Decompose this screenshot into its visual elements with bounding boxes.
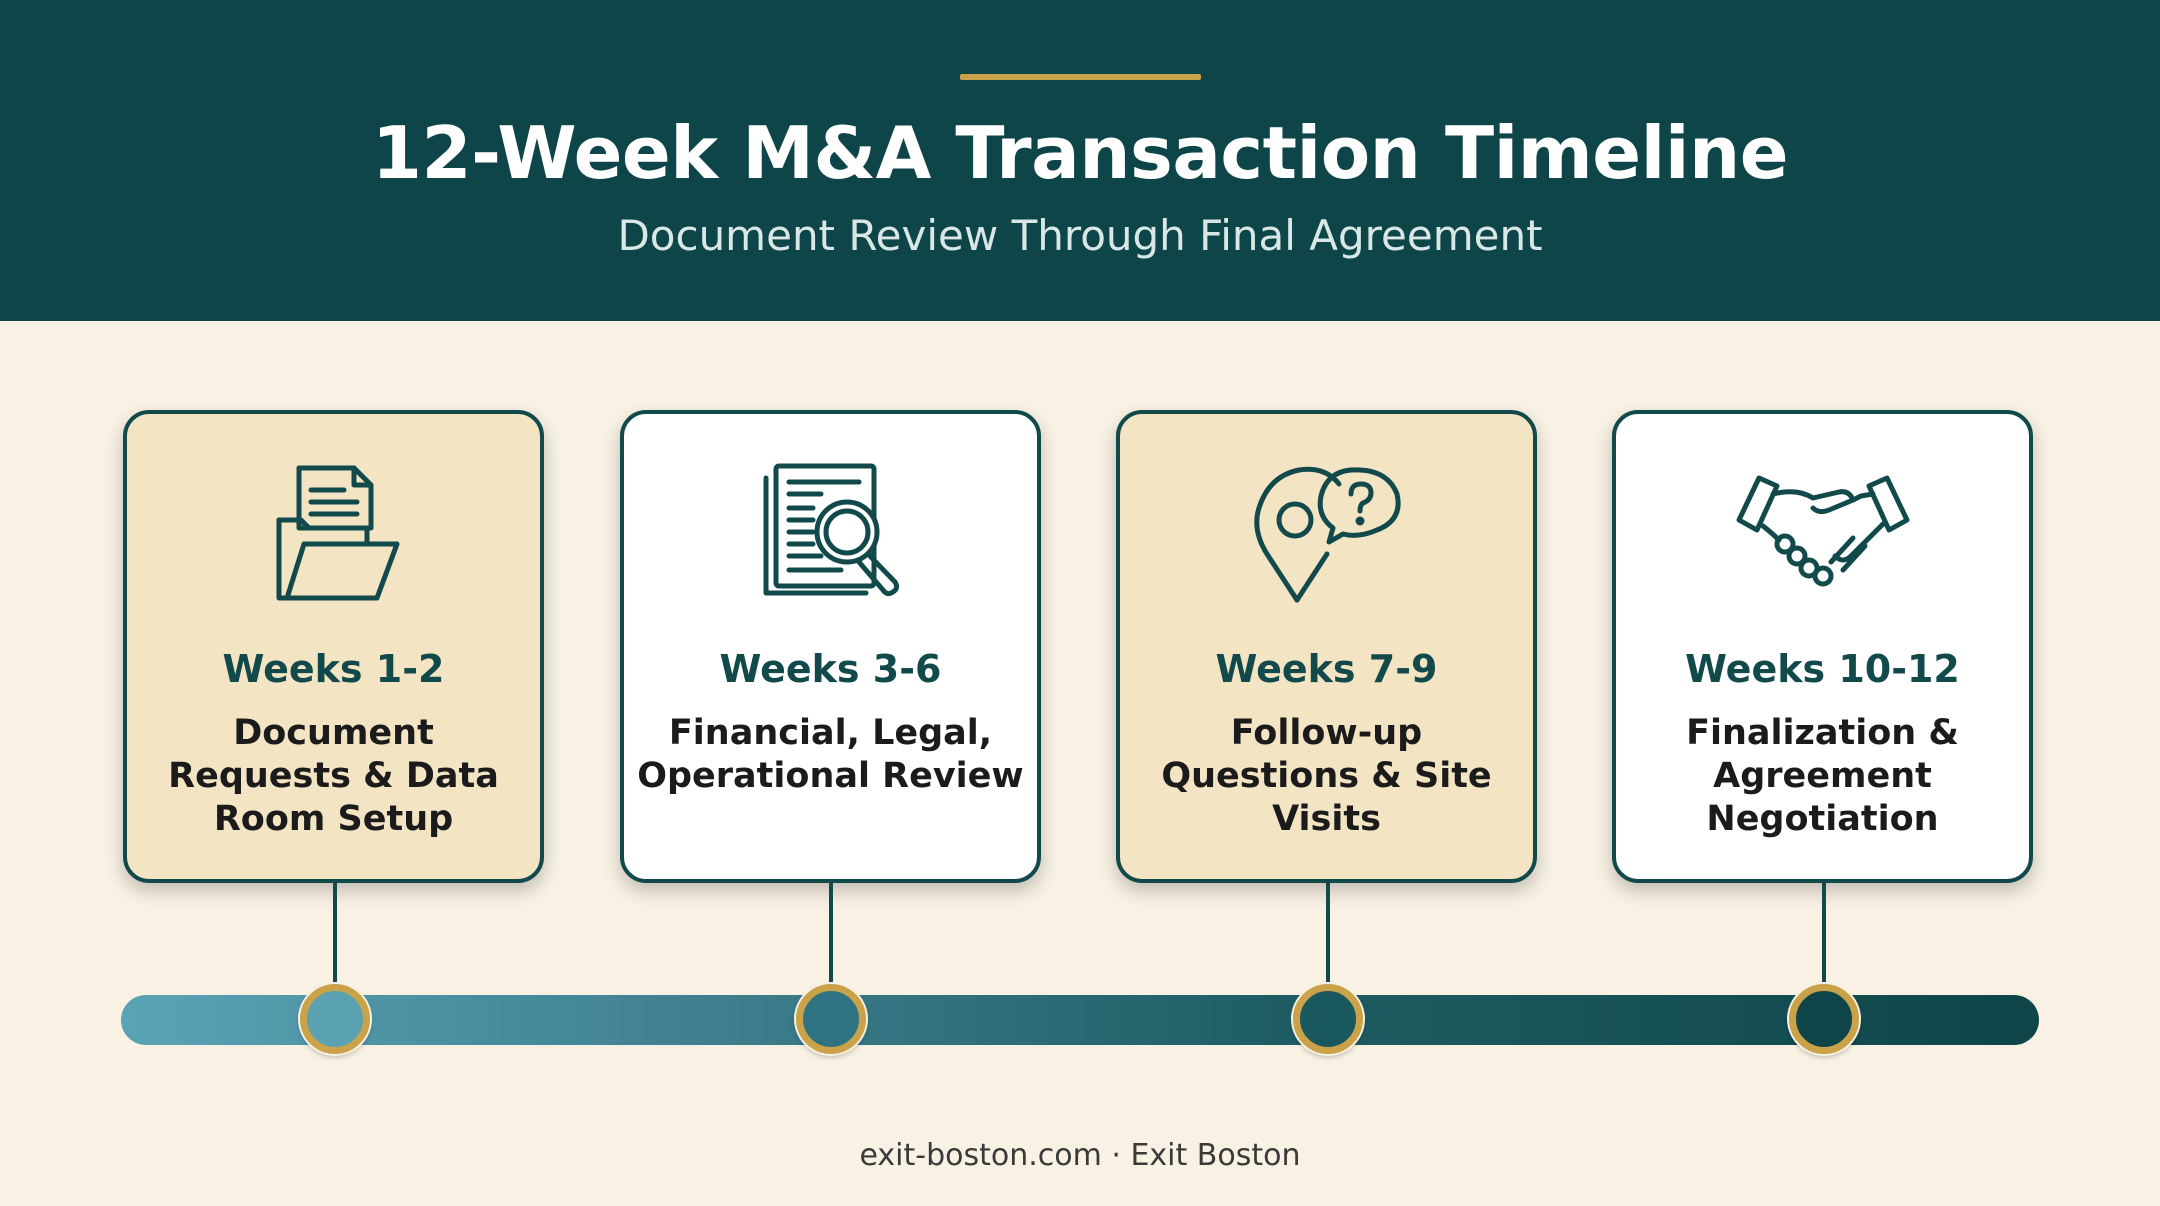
folder-document-icon [127, 458, 540, 608]
header-banner: 12-Week M&A Transaction Timeline Documen… [0, 0, 2160, 321]
phase-card-weeks-1-2: Weeks 1-2 Document Requests & Data Room … [123, 410, 544, 883]
handshake-icon [1616, 458, 2029, 608]
phase-weeks-label: Weeks 10-12 [1685, 647, 1960, 691]
timeline-marker [796, 984, 866, 1054]
page-subtitle: Document Review Through Final Agreement [617, 211, 1543, 260]
phase-description: Finalization & Agreement Negotiation [1686, 713, 1959, 839]
timeline-connector [333, 883, 337, 983]
phase-weeks-label: Weeks 7-9 [1215, 647, 1438, 691]
phase-description: Follow-up Questions & Site Visits [1161, 713, 1492, 839]
phase-weeks-label: Weeks 1-2 [222, 647, 445, 691]
phase-description: Financial, Legal, Operational Review [637, 713, 1024, 796]
phase-card-weeks-7-9: Weeks 7-9 Follow-up Questions & Site Vis… [1116, 410, 1537, 883]
phase-card-weeks-10-12: Weeks 10-12 Finalization & Agreement Neg… [1612, 410, 2033, 883]
page-title: 12-Week M&A Transaction Timeline [371, 111, 1789, 195]
timeline-marker [300, 984, 370, 1054]
timeline-marker [1293, 984, 1363, 1054]
accent-line [960, 74, 1201, 80]
timeline-connector [1326, 883, 1330, 983]
timeline-track [121, 995, 2039, 1045]
footer-credit: exit-boston.com · Exit Boston [859, 1138, 1301, 1173]
document-magnifier-icon [624, 458, 1037, 608]
phase-weeks-label: Weeks 3-6 [719, 647, 942, 691]
phase-description: Document Requests & Data Room Setup [168, 713, 499, 839]
timeline-connector [1822, 883, 1826, 983]
timeline-marker [1789, 984, 1859, 1054]
timeline-connector [829, 883, 833, 983]
phase-card-weeks-3-6: Weeks 3-6 Financial, Legal, Operational … [620, 410, 1041, 883]
location-question-icon [1120, 458, 1533, 608]
